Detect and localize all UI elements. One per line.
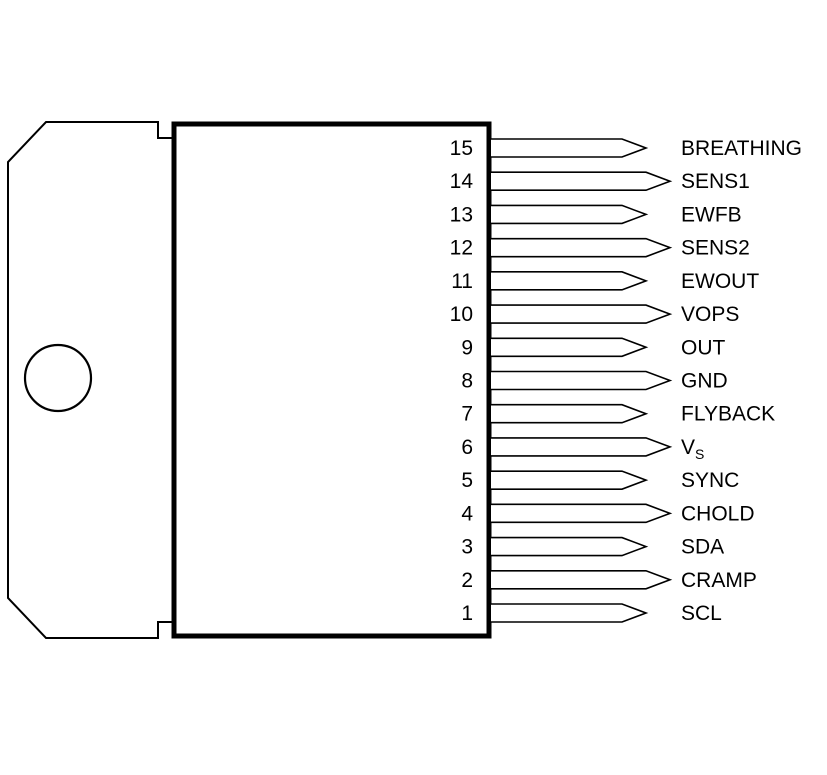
pin-lead <box>491 337 649 358</box>
pin-label: GND <box>681 370 728 393</box>
pin-lead <box>491 237 673 258</box>
pin-label-text: CHOLD <box>681 502 755 525</box>
pin-label-text: EWFB <box>681 203 742 226</box>
pin-number: 3 <box>461 536 473 559</box>
pin-number: 13 <box>450 203 473 226</box>
pin-label: CHOLD <box>681 502 755 525</box>
pin-number: 1 <box>461 602 473 625</box>
pin-label-text: FLYBACK <box>681 403 775 426</box>
pin-lead <box>491 204 649 225</box>
pin-label: EWOUT <box>681 270 759 293</box>
heatsink-tab-outline <box>7 121 175 639</box>
pin-lead <box>491 138 649 158</box>
pin-label: VOPS <box>681 303 739 326</box>
pin-label: VS <box>681 436 704 462</box>
pin-lead <box>491 569 673 590</box>
pin-number: 7 <box>461 403 473 426</box>
pin-lead <box>491 271 649 291</box>
pin-number: 15 <box>450 137 473 160</box>
package-body <box>171 121 492 639</box>
pin-lead <box>491 470 649 490</box>
pin-label: SENS1 <box>681 170 750 193</box>
pin-label: FLYBACK <box>681 403 775 426</box>
pin-lead <box>491 304 673 324</box>
pin-label-text: EWOUT <box>681 270 759 293</box>
pin-label-text: SYNC <box>681 469 739 492</box>
pin-label: SDA <box>681 536 724 559</box>
pin-label: CRAMP <box>681 569 757 592</box>
pin-number: 6 <box>461 436 473 459</box>
mounting-hole <box>23 343 93 413</box>
pin-label: SYNC <box>681 469 739 492</box>
pin-lead <box>491 536 649 557</box>
pin-lead <box>491 370 673 391</box>
pin-label: EWFB <box>681 203 742 226</box>
pin-number: 14 <box>450 170 474 193</box>
pin-label-subscript: S <box>695 446 704 462</box>
pin-number: 5 <box>461 469 473 492</box>
pin-label-text: SENS2 <box>681 237 750 260</box>
pin-number: 10 <box>450 303 473 326</box>
pin-lead <box>491 171 673 192</box>
pin-number: 2 <box>461 569 473 592</box>
pin-number: 8 <box>461 370 473 393</box>
pin-number: 11 <box>451 270 473 293</box>
pin-lead <box>491 603 649 623</box>
pin-label-text: CRAMP <box>681 569 757 592</box>
pin-label-text: SCL <box>681 602 722 625</box>
pin-number: 4 <box>461 502 473 525</box>
pin-label-text: OUT <box>681 336 726 359</box>
pin-label: BREATHING <box>681 137 802 160</box>
pin-label: SENS2 <box>681 237 750 260</box>
pin-lead <box>491 403 649 424</box>
pin-label: OUT <box>681 336 726 359</box>
pin-label-text: V <box>681 436 695 459</box>
pin-label: SCL <box>681 602 722 625</box>
pin-number: 12 <box>450 237 473 260</box>
pin-label-text: BREATHING <box>681 137 802 160</box>
pin-label-text: SDA <box>681 536 724 559</box>
pin-label-text: GND <box>681 370 728 393</box>
pin-lead <box>491 437 673 457</box>
pin-lead <box>491 503 673 524</box>
pin-number: 9 <box>461 336 473 359</box>
pin-label-text: SENS1 <box>681 170 750 193</box>
pin-label-text: VOPS <box>681 303 739 326</box>
